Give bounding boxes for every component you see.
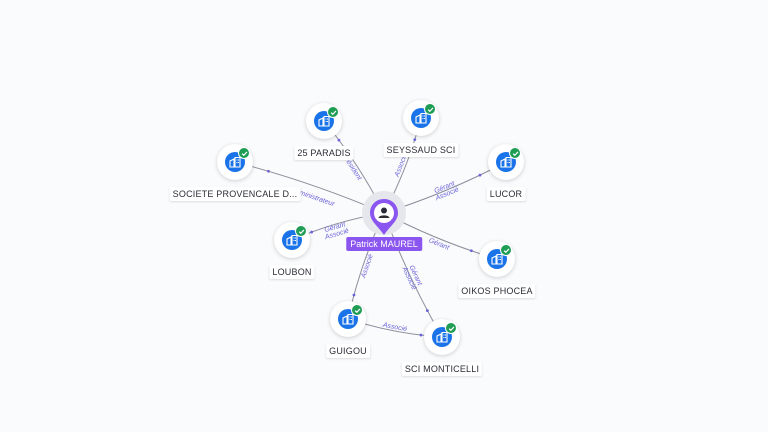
company-name-label: SEYSSAUD SCI — [383, 143, 459, 157]
relation-arrow — [337, 138, 341, 142]
verified-check-icon — [327, 106, 339, 118]
relation-arrow — [352, 293, 356, 297]
company-name-label: SCI MONTICELLI — [401, 362, 483, 376]
relation-arrow — [419, 333, 423, 337]
verified-check-icon — [445, 322, 457, 334]
verified-check-icon — [238, 147, 250, 159]
relation-label: Associé — [381, 322, 407, 334]
verified-check-icon — [500, 244, 512, 256]
relation-label: GérantAssocié — [431, 180, 460, 203]
relation-arrow — [413, 138, 417, 142]
relation-arrow — [478, 173, 482, 177]
relation-label: GérantAssocié — [400, 262, 424, 291]
company-name-label: GUIGOU — [326, 344, 370, 358]
relation-arrow — [469, 249, 473, 253]
verified-check-icon — [295, 225, 307, 237]
company-name-label: LOUBON — [269, 265, 315, 279]
company-name-label: SOCIETE PROVENCALE D... — [169, 187, 301, 201]
company-name-label: 25 PARADIS — [294, 146, 354, 160]
relation-label: Gérant — [428, 237, 451, 252]
company-name-label: OIKOS PHOCEA — [458, 284, 536, 298]
verified-check-icon — [351, 304, 363, 316]
person-icon — [370, 199, 398, 235]
relation-arrow — [425, 309, 429, 312]
person-name-label: Patrick MAUREL — [346, 237, 422, 251]
verified-check-icon — [509, 147, 521, 159]
relation-arrow — [267, 169, 270, 173]
company-name-label: LUCOR — [486, 187, 526, 201]
verified-check-icon — [424, 103, 436, 115]
relation-arrow — [310, 230, 314, 234]
